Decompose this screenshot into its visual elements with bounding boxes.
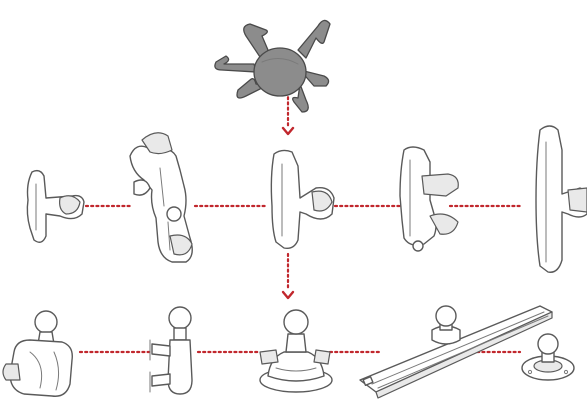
arm-ball-adapter-icon [400,147,458,251]
track-rail-icon [360,306,552,398]
suction-cup-icon [260,310,332,392]
short-socket-arm-icon [27,171,84,243]
medium-socket-arm-icon [271,150,334,248]
handlebar-base-icon [150,307,192,394]
double-arm-assembly-icon [130,133,192,262]
claw-clamp-icon [3,311,72,396]
arrow-down-icon [283,292,293,298]
round-plate-icon [522,334,574,380]
long-socket-arm-icon [536,126,587,272]
x-grip-icon [215,20,330,112]
arrow-down-icon [283,128,293,134]
